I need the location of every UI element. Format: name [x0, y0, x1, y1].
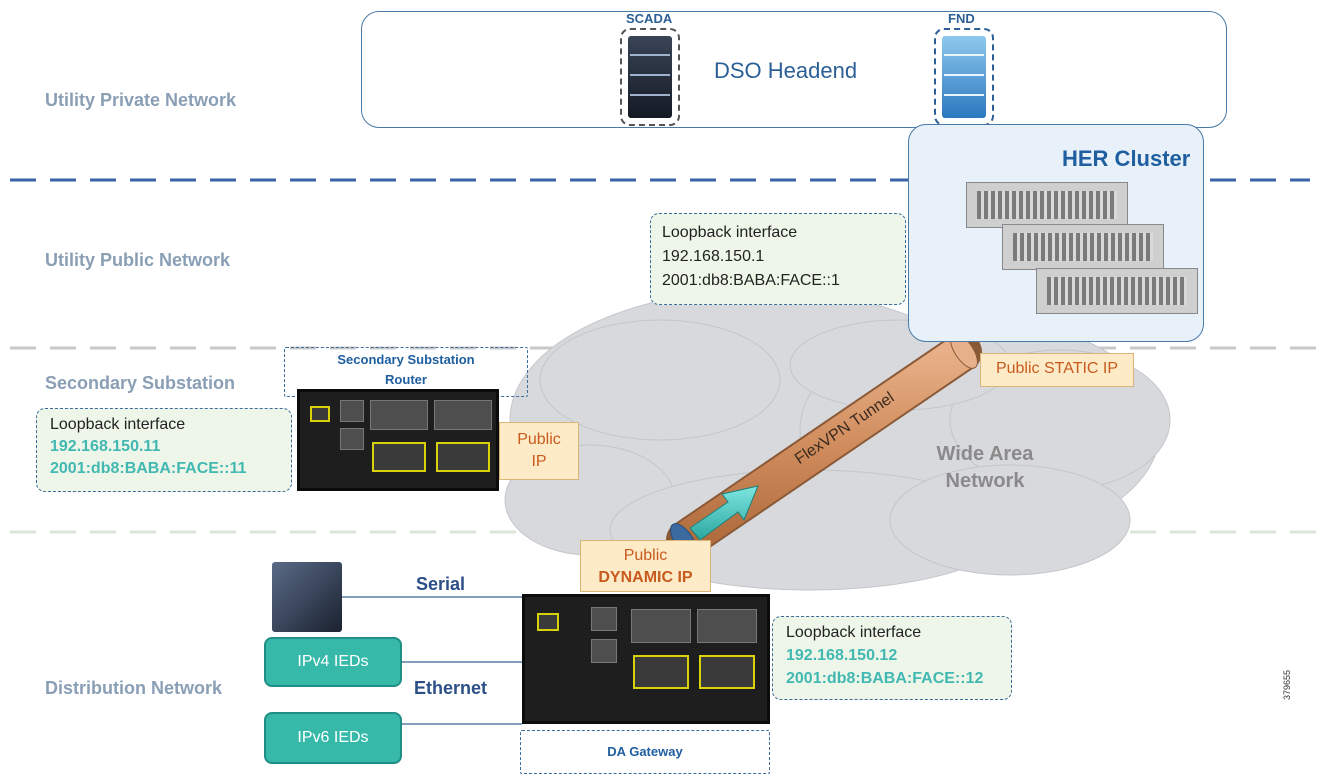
her-router-2	[1002, 224, 1164, 270]
her-router-3	[1036, 268, 1198, 314]
zone-label-secondary: Secondary Substation	[45, 373, 236, 393]
loopback-her-ipv4: 192.168.150.1	[662, 248, 765, 265]
loopback-da-ipv4: 192.168.150.12	[786, 647, 898, 664]
figure-id: 379655	[1282, 669, 1292, 700]
scada-server-icon	[620, 28, 680, 126]
loopback-da-box	[772, 616, 1012, 700]
da-gateway-label: DA Gateway	[607, 744, 683, 759]
wan-cloud	[504, 289, 1171, 591]
loopback-ss-ipv6: 2001:db8:BABA:FACE::11	[50, 460, 247, 477]
zone-label-private: Utility Private Network	[45, 90, 237, 110]
zone-label-distribution: Distribution Network	[45, 678, 223, 698]
ethernet-link-label: Ethernet	[414, 678, 488, 698]
loopback-ss-box	[36, 408, 292, 492]
wan-label-line1: Wide Area	[936, 443, 1034, 465]
da-public-line1: Public	[623, 547, 668, 564]
her-router-1	[966, 182, 1128, 228]
secondary-public-ip-line2: IP	[531, 453, 547, 470]
serial-device-icon	[272, 562, 342, 632]
secondary-public-ip-box: Public IP	[499, 422, 579, 480]
zone-label-public: Utility Public Network	[45, 250, 231, 270]
tunnel-arrow	[689, 485, 759, 541]
fnd-label: FND	[948, 11, 975, 26]
scada-label: SCADA	[626, 11, 673, 26]
public-static-ip-box: Public STATIC IP	[980, 353, 1134, 387]
secondary-substation-router	[297, 389, 499, 491]
headend-title: DSO Headend	[714, 58, 858, 83]
loopback-her-title: Loopback interface	[662, 224, 798, 241]
serial-link-label: Serial	[416, 574, 466, 594]
her-cluster-title: HER Cluster	[1062, 146, 1191, 171]
loopback-da-ipv6: 2001:db8:BABA:FACE::12	[786, 670, 984, 687]
fnd-server-icon	[934, 28, 994, 126]
ipv6-ieds-box: IPv6 IEDs	[264, 712, 402, 764]
da-public-dynamic-ip-box: Public DYNAMIC IP	[580, 540, 711, 592]
ipv4-ieds-box: IPv4 IEDs	[264, 637, 402, 687]
dso-headend-box	[361, 11, 1227, 128]
secondary-public-ip-line1: Public	[517, 431, 561, 448]
loopback-her-box	[650, 213, 906, 305]
loopback-ss-ipv4: 192.168.150.11	[50, 438, 161, 455]
loopback-her-ipv6: 2001:db8:BABA:FACE::1	[662, 272, 840, 289]
wan-label-line2: Network	[945, 470, 1025, 492]
secondary-router-label-line1: Secondary Substation	[337, 352, 475, 367]
da-public-line2: DYNAMIC IP	[598, 569, 693, 586]
loopback-ss-title: Loopback interface	[50, 416, 186, 433]
secondary-router-label-line2: Router	[385, 372, 427, 387]
da-gateway-router	[522, 594, 770, 724]
loopback-da-title: Loopback interface	[786, 624, 922, 641]
